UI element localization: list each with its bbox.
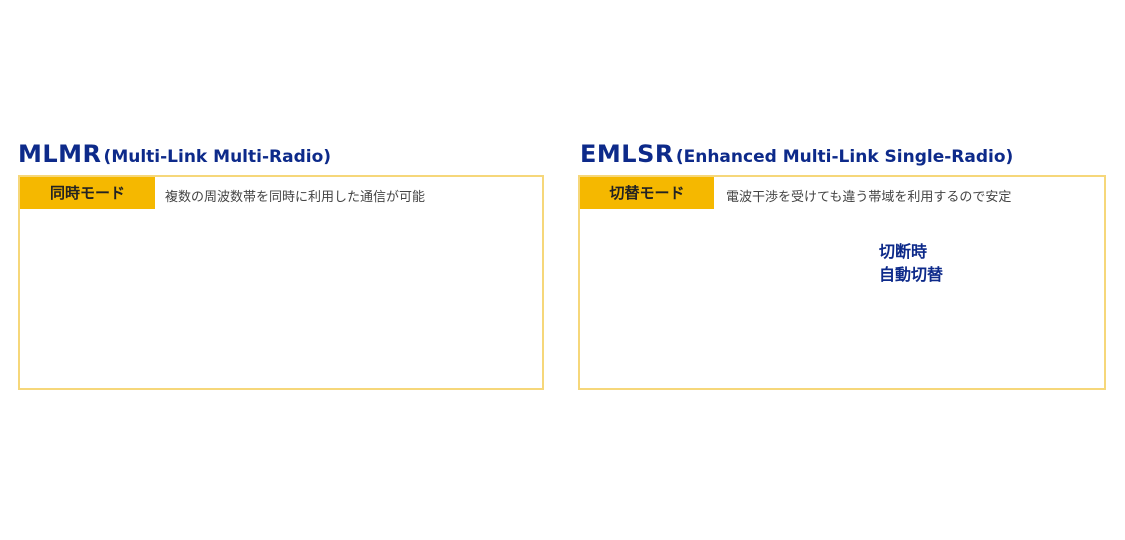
emlsr-panel: 切替モード 電波干渉を受けても違う帯域を利用するので安定 bbox=[578, 175, 1106, 390]
note-line2: 自動切替 bbox=[879, 265, 944, 284]
mlmr-panel: 同時モード 複数の周波数帯を同時に利用した通信が可能 bbox=[18, 175, 544, 390]
emlsr-subtitle: (Enhanced Multi-Link Single-Radio) bbox=[675, 147, 1014, 167]
label-5ghz: 5GHz bbox=[230, 256, 313, 289]
mlmr-title-main: MLMR bbox=[18, 140, 102, 168]
label-5ghz: 5GHz bbox=[772, 252, 822, 272]
note-line1: 切断時 bbox=[879, 242, 928, 261]
label-24ghz: 2.4GHz bbox=[885, 325, 954, 345]
mode-description: 電波干渉を受けても違う帯域を利用するので安定 bbox=[726, 190, 1012, 205]
mlmr-title: MLMR(Multi-Link Multi-Radio) bbox=[18, 140, 331, 168]
auto-switch-note: 切断時 自動切替 bbox=[879, 240, 943, 286]
emlsr-title: EMLSR(Enhanced Multi-Link Single-Radio) bbox=[580, 140, 1013, 168]
mode-badge: 同時モード bbox=[20, 177, 155, 209]
mlmr-subtitle: (Multi-Link Multi-Radio) bbox=[103, 147, 332, 167]
mode-badge: 切替モード bbox=[580, 177, 714, 209]
label-24ghz: 2.4GHz bbox=[218, 313, 331, 346]
emlsr-title-main: EMLSR bbox=[580, 140, 674, 168]
mode-description: 複数の周波数帯を同時に利用した通信が可能 bbox=[165, 190, 426, 205]
